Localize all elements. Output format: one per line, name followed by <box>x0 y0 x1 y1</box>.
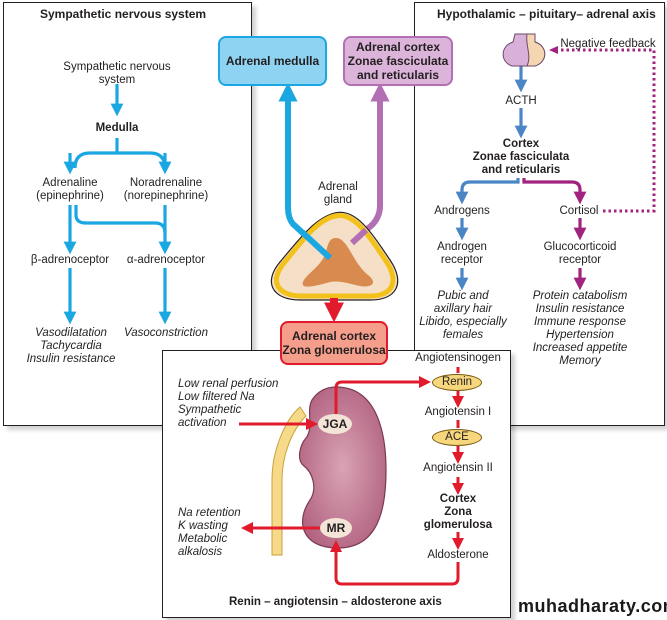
cortisol-label: Cortisol <box>559 205 599 217</box>
jga-badge: JGA <box>318 414 352 434</box>
adrenaline-label: Adrenaline(epinephrine) <box>36 177 104 202</box>
beta-effects-list: Vasodilatation Tachycardia Insulin resis… <box>26 327 116 365</box>
negative-feedback-label: Negative feedback <box>560 38 656 50</box>
raas-panel-title: Renin – angiotensin – aldosterone axis <box>229 596 442 608</box>
cortisol-effects-list: Protein catabolism Insulin resistance Im… <box>532 290 628 367</box>
raas-effects-list: Na retention K wasting Metabolic alkalos… <box>178 507 241 558</box>
alpha-adrenoceptor-label: α-adrenoceptor <box>126 254 206 266</box>
aldosterone-label: Aldosterone <box>427 549 489 561</box>
adrenal-cortex-zg-box: Adrenal cortex Zona glomerulosa <box>280 321 388 365</box>
ace-enzyme: ACE <box>432 429 482 446</box>
raas-stimuli-list: Low renal perfusion Low filtered Na Symp… <box>178 378 279 429</box>
adrenal-medulla-box: Adrenal medulla <box>218 36 327 86</box>
hpa-panel-title: Hypothalamic – pituitary– adrenal axis <box>437 7 656 21</box>
angiotensin-2-label: Angiotensin II <box>423 462 493 474</box>
mr-badge: MR <box>320 518 352 538</box>
androgens-label: Androgens <box>434 205 490 217</box>
negative-feedback-line <box>556 48 656 213</box>
arrow-jga-to-renin <box>334 376 431 414</box>
alpha-effects-list: Vasoconstriction <box>124 327 208 339</box>
adrenal-cortex-fr-box: Adrenal cortex Zonae fasciculata and ret… <box>343 36 453 86</box>
arrow-aldosterone-to-mr <box>330 540 460 586</box>
androgen-effects-list: Pubic and axillary hair Libido, especial… <box>419 290 507 341</box>
renin-enzyme: Renin <box>432 374 482 391</box>
arrow-gland-to-cortex-fr <box>349 82 390 246</box>
beta-adrenoceptor-label: β-adrenoceptor <box>30 254 110 266</box>
noradrenaline-label: Noradrenaline(norepinephrine) <box>123 177 209 202</box>
hpa-arrows <box>455 46 656 291</box>
sympathetic-arrows <box>63 84 172 325</box>
medulla-label: Medulla <box>95 122 139 134</box>
adrenal-gland-icon <box>270 211 399 301</box>
arrow-gland-to-medulla <box>278 82 333 261</box>
pituitary-icon <box>502 33 546 67</box>
ureter-icon <box>271 406 307 556</box>
angiotensin-1-label: Angiotensin I <box>424 406 492 418</box>
sympathetic-panel-title: Sympathetic nervous system <box>40 7 207 21</box>
raas-arrows <box>239 367 464 586</box>
angiotensinogen-label: Angiotensinogen <box>415 352 501 364</box>
acth-label: ACTH <box>505 95 537 107</box>
watermark: muhadharaty.com <box>518 596 667 616</box>
